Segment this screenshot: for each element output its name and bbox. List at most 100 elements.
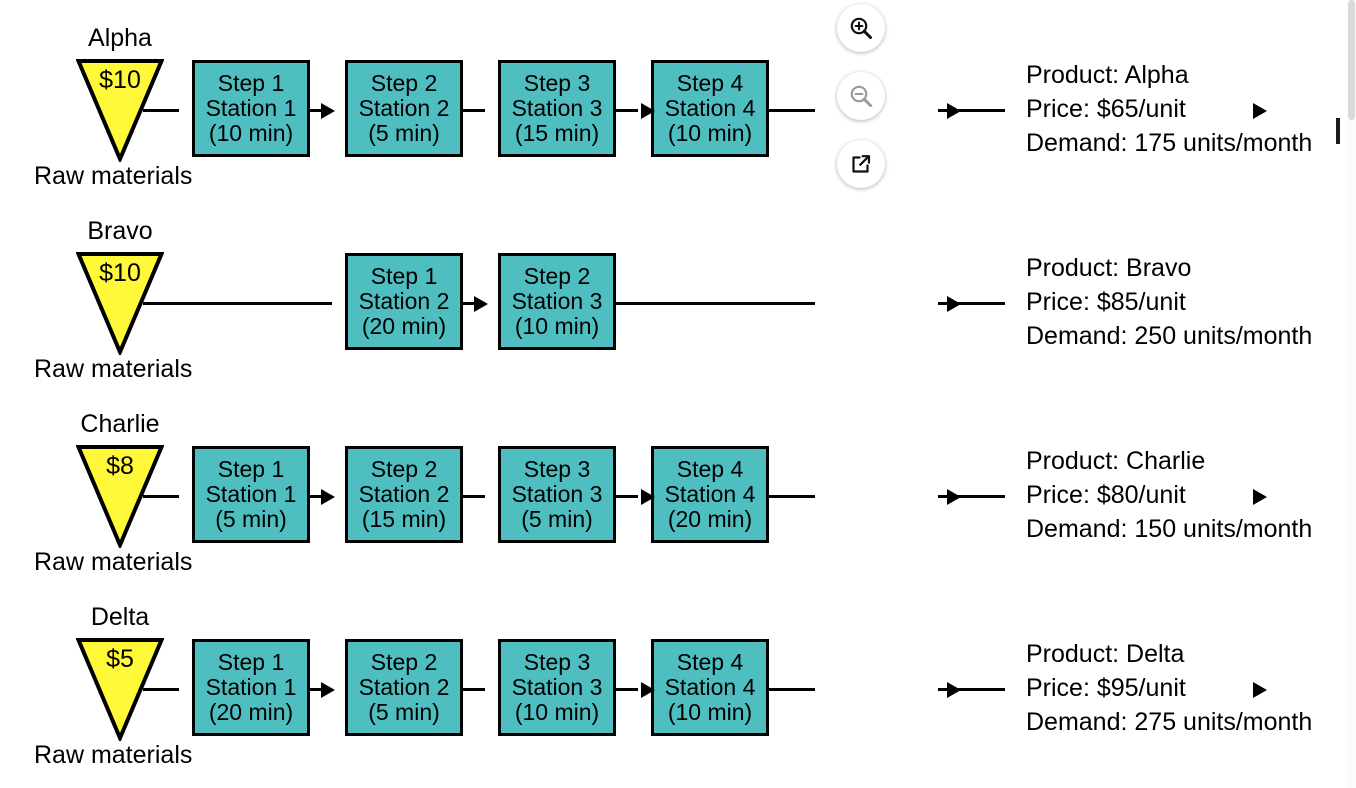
connector-step-to-step	[463, 293, 961, 313]
raw-material-cost: $10	[99, 259, 141, 287]
process-step-step: Step 3	[523, 70, 591, 97]
connector-output-arrow	[938, 486, 1018, 506]
process-step-step: Step 1	[217, 649, 285, 676]
process-step-time: (20 min)	[361, 312, 447, 339]
process-step-time: (15 min)	[361, 505, 447, 532]
raw-materials-label: Raw materials	[34, 162, 193, 190]
connector-line	[938, 109, 1005, 112]
connector-line	[310, 688, 332, 691]
connector-step-to-step	[463, 100, 961, 120]
process-step-station: Station 2	[358, 95, 450, 122]
connector-line	[938, 302, 1005, 305]
connector-source-to-step	[143, 293, 488, 313]
raw-material-triangle[interactable]	[76, 637, 164, 741]
raw-materials-label: Raw materials	[34, 548, 193, 576]
raw-material-triangle[interactable]	[76, 251, 164, 355]
process-step-step: Step 3	[523, 456, 591, 483]
magnifier-plus-icon	[850, 17, 872, 39]
process-step-step: Step 1	[217, 70, 285, 97]
connector-line	[310, 495, 332, 498]
output-demand-text: Demand: 250 units/month	[1026, 322, 1313, 350]
vertical-scrollbar-track[interactable]	[1347, 0, 1356, 788]
process-step-station: Station 2	[358, 288, 450, 315]
process-step-station: Station 1	[205, 95, 297, 122]
process-step-time: (5 min)	[368, 698, 440, 725]
connector-step-to-output	[769, 679, 815, 699]
process-step-time: (10 min)	[208, 119, 294, 146]
process-step-step: Step 1	[217, 456, 285, 483]
output-price-text: Price: $85/unit	[1026, 288, 1186, 316]
external-link-icon	[852, 155, 871, 173]
connector-step-to-step	[463, 486, 961, 506]
zoom-out-button[interactable]	[837, 72, 885, 120]
raw-material-cost: $10	[99, 66, 141, 94]
process-step-time: (5 min)	[215, 505, 287, 532]
connector-source-to-step	[143, 100, 335, 120]
process-step-station: Station 4	[664, 481, 756, 508]
output-demand-text: Demand: 150 units/month	[1026, 515, 1313, 543]
process-step-time: (20 min)	[208, 698, 294, 725]
process-step-time: (20 min)	[667, 505, 753, 532]
connector-step-to-step	[616, 486, 1267, 506]
process-step-step: Step 2	[370, 649, 438, 676]
process-step-station: Station 2	[358, 481, 450, 508]
connector-line	[769, 688, 815, 691]
raw-materials-label: Raw materials	[34, 741, 193, 769]
process-step-time: (10 min)	[514, 312, 600, 339]
output-product-text: Product: Alpha	[1026, 61, 1189, 89]
process-step-time: (5 min)	[368, 119, 440, 146]
open-in-new-button[interactable]	[837, 140, 885, 188]
process-step-step: Step 1	[370, 263, 438, 290]
product-name-label: Charlie	[80, 410, 160, 438]
output-demand-text: Demand: 175 units/month	[1026, 129, 1313, 157]
process-step-step: Step 4	[676, 70, 744, 97]
connector-step-to-step	[463, 679, 961, 699]
arrowhead-icon	[641, 103, 655, 119]
raw-material-cost: $5	[106, 645, 134, 673]
connector-output-arrow	[938, 679, 1018, 699]
connector-line	[463, 302, 485, 305]
connector-step-to-step	[616, 679, 1267, 699]
arrowhead-icon	[641, 682, 655, 698]
raw-material-triangle[interactable]	[76, 58, 164, 162]
output-price-text: Price: $80/unit	[1026, 481, 1186, 509]
output-price-text: Price: $95/unit	[1026, 674, 1186, 702]
connector-step-to-output	[616, 293, 815, 313]
process-step-station: Station 4	[664, 95, 756, 122]
process-step-time: (15 min)	[514, 119, 600, 146]
output-price-text: Price: $65/unit	[1026, 95, 1186, 123]
magnifier-minus-icon	[850, 85, 872, 107]
zoom-in-button[interactable]	[837, 4, 885, 52]
vertical-scrollbar-thumb[interactable]	[1348, 0, 1355, 120]
connector-source-to-step	[143, 679, 335, 699]
process-step-time: (10 min)	[667, 698, 753, 725]
raw-material-triangle[interactable]	[76, 444, 164, 548]
connector-output-arrow	[938, 100, 1018, 120]
connector-line	[616, 302, 815, 305]
process-step-step: Step 2	[370, 456, 438, 483]
process-step-station: Station 3	[511, 95, 603, 122]
connector-line	[143, 495, 179, 498]
arrowhead-icon	[1253, 103, 1267, 119]
connector-step-to-step	[616, 100, 1267, 120]
arrowhead-icon	[1253, 682, 1267, 698]
process-step-step: Step 3	[523, 649, 591, 676]
raw-materials-label: Raw materials	[34, 355, 193, 383]
